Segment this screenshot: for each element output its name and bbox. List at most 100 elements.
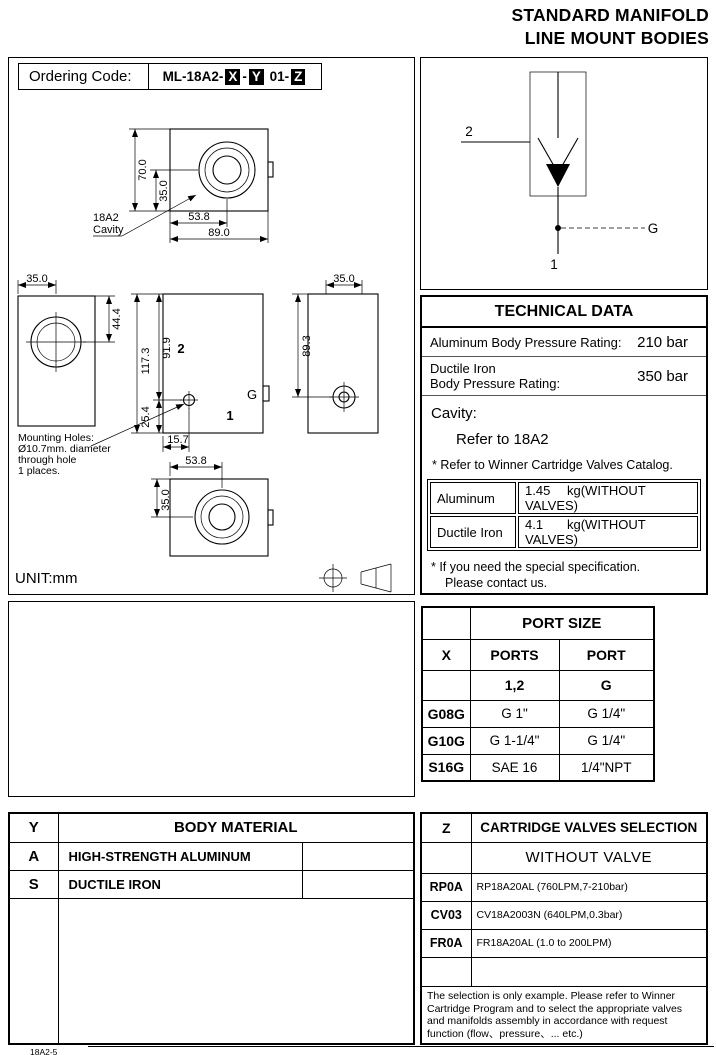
- material-code: A: [8, 841, 59, 871]
- ports-value: SAE 16: [469, 753, 560, 782]
- unit-label: UNIT:mm: [15, 570, 78, 587]
- dimension-drawings: 70.0 35.0 53.8 89.0 18A2 Cavity: [15, 128, 392, 593]
- cavity-callout: 18A2 Cavity: [93, 194, 197, 237]
- cavity-value: Refer to 18A2: [456, 431, 549, 448]
- catalog-note: * Refer to Winner Cartridge Valves Catal…: [432, 458, 673, 472]
- port-size-numbers-row: 1,2 G: [421, 669, 655, 701]
- front-view-dimensions: 70.0 35.0 53.8 89.0: [129, 128, 269, 243]
- valve-description: CV18A2003N (640LPM,0.3bar): [470, 900, 708, 930]
- ports-value: G 1-1/4": [469, 726, 560, 755]
- bottom-view-dimensions: 53.8 35.0: [151, 455, 223, 518]
- ordering-code-value: ML-18A2-X-Y 01-Z: [148, 63, 323, 90]
- side-view-right-dimensions: 35.0 89.3: [292, 273, 363, 398]
- body-material-header-row: Y BODY MATERIAL: [8, 812, 415, 843]
- page-title-line1: STANDARD MANIFOLD: [511, 5, 709, 25]
- side-view-right: [307, 293, 379, 434]
- port-column-header: PORT: [558, 638, 655, 671]
- front-view: [169, 128, 274, 212]
- body-material-title: BODY MATERIAL: [57, 812, 415, 843]
- weight-value: 1.45: [525, 483, 551, 498]
- port-label-g: G: [247, 387, 257, 402]
- top-view-middle: 2 G 1: [162, 293, 270, 434]
- pressure-rating-iron-label-line1: Ductile Iron: [430, 361, 496, 376]
- special-note-line1: * If you need the special specification.: [431, 560, 641, 574]
- dim-mid-total-height: 117.3: [140, 348, 152, 375]
- cartridge-title: CARTRIDGE VALVES SELECTION: [470, 812, 708, 843]
- ports-column-header: PORTS: [469, 638, 560, 671]
- code-key-x: X: [225, 68, 241, 85]
- drawings-panel: Ordering Code: ML-18A2-X-Y 01-Z 70.0: [8, 57, 415, 595]
- schematic-panel: 2 1 G: [420, 57, 708, 290]
- body-material-y-header: Y: [8, 812, 59, 843]
- ports-12-header: 1,2: [469, 669, 560, 701]
- code-key-y: Y: [248, 68, 264, 85]
- ordering-code-label: Ordering Code:: [18, 63, 149, 90]
- cartridge-valves-table: Z CARTRIDGE VALVES SELECTION WITHOUT VAL…: [420, 812, 708, 1045]
- special-note-line2: Please contact us.: [445, 576, 548, 590]
- port-size-corner-cell: [421, 606, 471, 640]
- weight-material: Aluminum: [430, 482, 516, 514]
- port-code: S16G: [421, 753, 471, 782]
- pressure-rating-iron-row: Ductile Iron Body Pressure Rating: 350 b…: [422, 357, 706, 396]
- cartridge-note: The selection is only example. Please re…: [420, 986, 708, 1045]
- bottom-view: [169, 478, 274, 557]
- material-empty-cell: [301, 841, 415, 871]
- body-material-table: Y BODY MATERIAL A HIGH-STRENGTH ALUMINUM…: [8, 812, 415, 1045]
- dim-bottom-half-height: 35.0: [160, 489, 172, 510]
- dim-mid-upper: 91.9: [161, 337, 173, 358]
- material-label: HIGH-STRENGTH ALUMINUM: [57, 841, 303, 871]
- cavity-label: Cavity:: [431, 405, 477, 422]
- cartridge-novalve-row: WITHOUT VALVE: [420, 841, 708, 874]
- filler-cell: [57, 897, 415, 1045]
- cartridge-empty-cell: [420, 841, 472, 874]
- port-label-1: 1: [226, 408, 233, 423]
- mounting-note-line3: through hole: [18, 454, 77, 466]
- pressure-rating-iron-value: 350 bar: [637, 367, 688, 385]
- valve-description: RP18A20AL (760LPM,7-210bar): [470, 872, 708, 902]
- weight-material: Ductile Iron: [430, 516, 516, 548]
- technical-data-panel: TECHNICAL DATA Aluminum Body Pressure Ra…: [420, 295, 708, 595]
- dim-right-top: 35.0: [333, 273, 354, 285]
- port-value: G 1/4": [558, 699, 655, 728]
- dim-mid-lower: 25.4: [140, 406, 152, 427]
- material-code: S: [8, 869, 59, 899]
- ordering-code: Ordering Code: ML-18A2-X-Y 01-Z: [18, 63, 323, 90]
- body-material-row: A HIGH-STRENGTH ALUMINUM: [8, 841, 415, 871]
- side-view-left: [17, 295, 96, 427]
- valve-code: FR0A: [420, 928, 472, 958]
- hydraulic-schematic: 2 1 G: [461, 71, 659, 272]
- projection-symbol-icon: [319, 563, 392, 593]
- pressure-rating-aluminum-value: 210 bar: [637, 333, 688, 351]
- port-size-row: G10G G 1-1/4" G 1/4": [421, 726, 655, 755]
- cartridge-note-row: The selection is only example. Please re…: [420, 986, 708, 1045]
- filler-cell: [8, 897, 59, 1045]
- dim-side-top: 35.0: [26, 273, 47, 285]
- schematic-port-g: G: [648, 221, 659, 236]
- port-size-row: S16G SAE 16 1/4"NPT: [421, 753, 655, 782]
- top-view-middle-dimensions: 117.3 91.9 25.4 15.7: [131, 293, 190, 452]
- port-size-title: PORT SIZE: [469, 606, 655, 640]
- port-size-row: G08G G 1" G 1/4": [421, 699, 655, 728]
- body-material-filler-row: [8, 897, 415, 1045]
- empty-grid-cell: [8, 601, 415, 797]
- dim-mid-hole-offset: 15.7: [167, 434, 188, 446]
- material-label: DUCTILE IRON: [57, 869, 303, 899]
- port-size-empty-cell: [421, 669, 471, 701]
- schematic-port-2: 2: [465, 124, 473, 139]
- mounting-note-line2: Ø10.7mm. diameter: [18, 443, 111, 455]
- pressure-rating-iron-label-line2: Body Pressure Rating:: [430, 376, 561, 391]
- valve-code: CV03: [420, 900, 472, 930]
- port-value: 1/4"NPT: [558, 753, 655, 782]
- port-size-x-header: X: [421, 638, 471, 671]
- check-valve-symbol: [461, 71, 645, 254]
- port-size-subheader-row: X PORTS PORT: [421, 638, 655, 671]
- ports-value: G 1": [469, 699, 560, 728]
- side-view-left-dimensions: 35.0 44.4: [17, 273, 123, 343]
- code-key-z: Z: [291, 68, 306, 85]
